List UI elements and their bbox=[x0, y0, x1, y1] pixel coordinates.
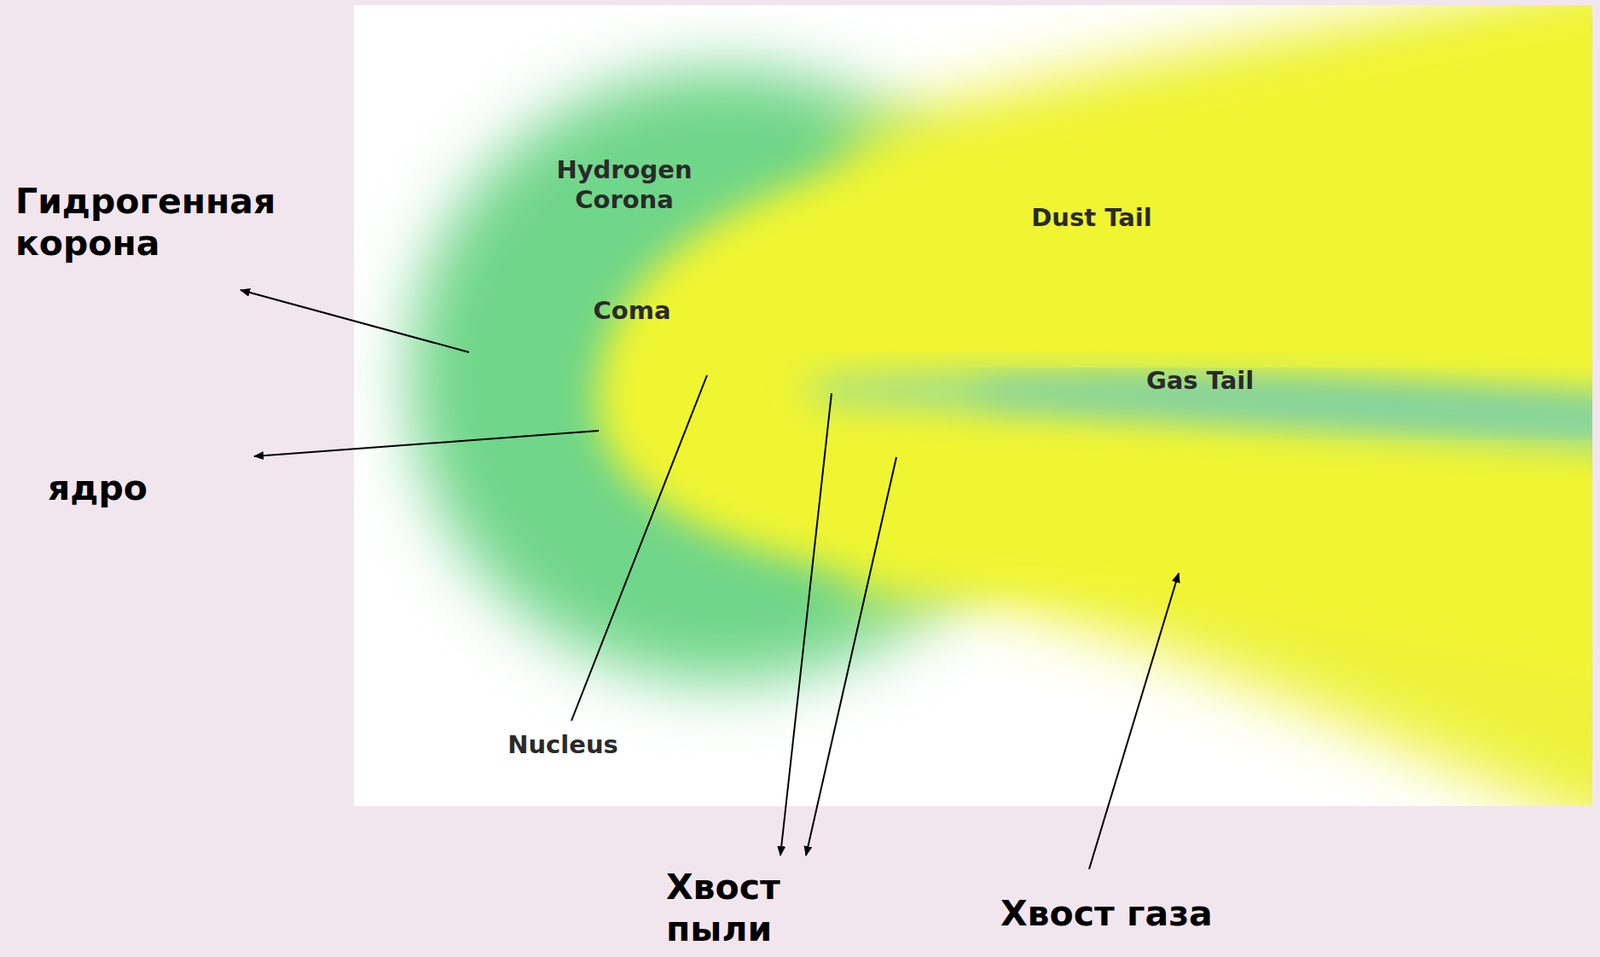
part-label: Coma bbox=[555, 295, 709, 326]
comet-glow bbox=[409, 5, 1593, 806]
russian-label: Гидрогенная корона bbox=[15, 180, 306, 265]
part-label: Gas Tail bbox=[1097, 365, 1303, 396]
part-label: Dust Tail bbox=[980, 202, 1203, 233]
leader-lines bbox=[240, 289, 1179, 870]
part-label: Hydrogen Corona bbox=[521, 155, 727, 215]
russian-label: ядро bbox=[47, 467, 219, 510]
russian-label: Хвост газа bbox=[1000, 892, 1308, 935]
part-label: Nucleus bbox=[469, 730, 657, 760]
russian-label: Хвост пыли bbox=[666, 866, 812, 951]
